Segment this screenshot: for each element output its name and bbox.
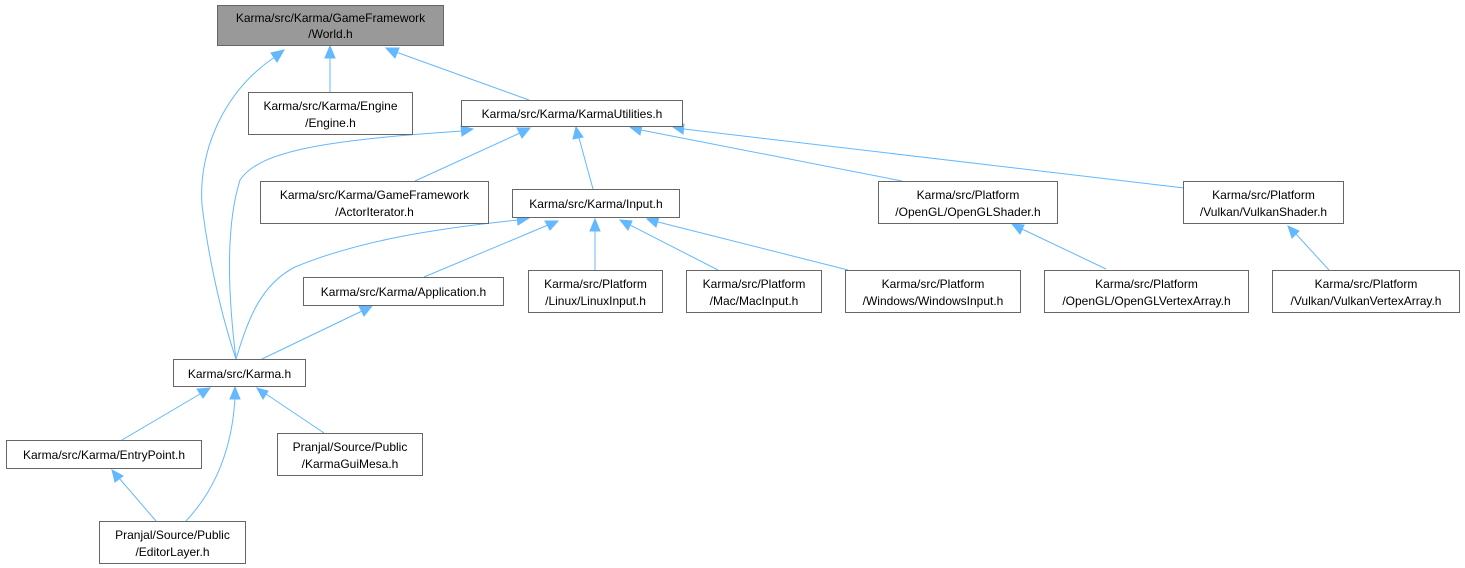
node-linux-input[interactable]: Karma/src/Platform /Linux/LinuxInput.h — [528, 270, 663, 313]
edge-windows-input-to-input — [645, 216, 849, 271]
node-world-label-line-2: /World.h — [308, 27, 352, 41]
node-actor-iterator[interactable]: Karma/src/Karma/GameFramework /ActorIter… — [260, 181, 489, 224]
edge-input-to-karma-utilities — [572, 125, 594, 190]
node-world[interactable]: Karma/src/Karma/GameFramework /World.h — [217, 5, 444, 46]
node-karma-gui-mesa-label-line-2: /KarmaGuiMesa.h — [302, 457, 399, 471]
edge-karma-gui-mesa-to-karma — [255, 387, 325, 434]
node-opengl-vertex-array-label-line-1: Karma/src/Platform — [1095, 277, 1198, 291]
edge-linux-input-to-input — [589, 217, 601, 270]
node-karma-utilities-label: Karma/src/Karma/KarmaUtilities.h — [482, 107, 663, 121]
node-vulkan-vertex-array[interactable]: Karma/src/Platform /Vulkan/VulkanVertexA… — [1272, 270, 1460, 313]
node-application-label: Karma/src/Karma/Application.h — [321, 285, 486, 299]
node-editor-layer[interactable]: Pranjal/Source/Public /EditorLayer.h — [99, 521, 246, 564]
node-engine-label-line-1: Karma/src/Karma/Engine — [263, 99, 397, 113]
node-actor-iterator-label-line-1: Karma/src/Karma/GameFramework — [280, 188, 470, 202]
node-karma-utilities[interactable]: Karma/src/Karma/KarmaUtilities.h — [461, 100, 683, 127]
edge-karma-to-application — [261, 305, 374, 360]
edge-opengl-vertex-array-to-opengl-shader — [1010, 223, 1107, 270]
edge-actor-iterator-to-karma-utilities — [414, 127, 532, 182]
nodes: Karma/src/Karma/GameFramework /World.h K… — [6, 5, 1460, 564]
node-engine-label-line-2: /Engine.h — [305, 116, 356, 130]
edge-karma-utilities-to-world — [384, 47, 530, 101]
node-opengl-vertex-array[interactable]: Karma/src/Platform /OpenGL/OpenGLVertexA… — [1044, 270, 1249, 313]
edge-karma-to-world — [201, 49, 286, 360]
node-windows-input-label-line-2: /Windows/WindowsInput.h — [863, 294, 1004, 308]
node-karma[interactable]: Karma/src/Karma.h — [173, 359, 306, 387]
node-entry-point-label: Karma/src/Karma/EntryPoint.h — [23, 448, 185, 462]
node-opengl-vertex-array-label-line-2: /OpenGL/OpenGLVertexArray.h — [1062, 294, 1230, 308]
node-input[interactable]: Karma/src/Karma/Input.h — [512, 189, 680, 218]
node-vulkan-shader-label-line-1: Karma/src/Platform — [1212, 188, 1315, 202]
node-application[interactable]: Karma/src/Karma/Application.h — [303, 277, 504, 306]
edge-mac-input-to-input — [618, 219, 719, 271]
node-vulkan-shader-label-line-2: /Vulkan/VulkanShader.h — [1200, 205, 1327, 219]
node-linux-input-label-line-1: Karma/src/Platform — [544, 277, 647, 291]
node-karma-gui-mesa[interactable]: Pranjal/Source/Public /KarmaGuiMesa.h — [277, 433, 423, 476]
edges — [111, 44, 1330, 522]
node-karma-gui-mesa-label-line-1: Pranjal/Source/Public — [293, 440, 408, 454]
node-windows-input[interactable]: Karma/src/Platform /Windows/WindowsInput… — [845, 270, 1021, 313]
edge-engine-to-world — [324, 44, 336, 92]
node-linux-input-label-line-2: /Linux/LinuxInput.h — [545, 294, 646, 308]
edge-opengl-shader-to-karma-utilities — [628, 124, 903, 182]
node-opengl-shader-label-line-1: Karma/src/Platform — [917, 188, 1020, 202]
node-input-label: Karma/src/Karma/Input.h — [529, 197, 662, 211]
edge-application-to-input — [423, 220, 560, 278]
node-windows-input-label-line-1: Karma/src/Platform — [882, 277, 985, 291]
edge-vulkan-vertex-array-to-vulkan-shader — [1287, 225, 1330, 271]
edge-editor-layer-to-karma — [185, 385, 241, 522]
node-mac-input[interactable]: Karma/src/Platform /Mac/MacInput.h — [686, 270, 822, 313]
edge-editor-layer-to-entry-point — [111, 469, 157, 522]
node-karma-label: Karma/src/Karma.h — [188, 367, 291, 381]
node-vulkan-vertex-array-label-line-2: /Vulkan/VulkanVertexArray.h — [1291, 294, 1442, 308]
edge-entry-point-to-karma — [121, 387, 212, 441]
node-mac-input-label-line-1: Karma/src/Platform — [703, 277, 806, 291]
edge-vulkan-shader-to-karma-utilities — [671, 123, 1185, 189]
node-opengl-shader-label-line-2: /OpenGL/OpenGLShader.h — [895, 205, 1040, 219]
edge-karma-to-karma-utilities — [228, 125, 475, 360]
node-vulkan-vertex-array-label-line-1: Karma/src/Platform — [1315, 277, 1418, 291]
node-editor-layer-label-line-1: Pranjal/Source/Public — [115, 528, 230, 542]
node-actor-iterator-label-line-2: /ActorIterator.h — [335, 205, 414, 219]
node-editor-layer-label-line-2: /EditorLayer.h — [135, 545, 209, 559]
node-engine[interactable]: Karma/src/Karma/Engine /Engine.h — [248, 92, 413, 135]
node-vulkan-shader[interactable]: Karma/src/Platform /Vulkan/VulkanShader.… — [1183, 181, 1344, 224]
node-mac-input-label-line-2: /Mac/MacInput.h — [710, 294, 799, 308]
node-world-label-line-1: Karma/src/Karma/GameFramework — [236, 11, 426, 25]
node-entry-point[interactable]: Karma/src/Karma/EntryPoint.h — [6, 440, 202, 469]
node-opengl-shader[interactable]: Karma/src/Platform /OpenGL/OpenGLShader.… — [878, 181, 1058, 224]
